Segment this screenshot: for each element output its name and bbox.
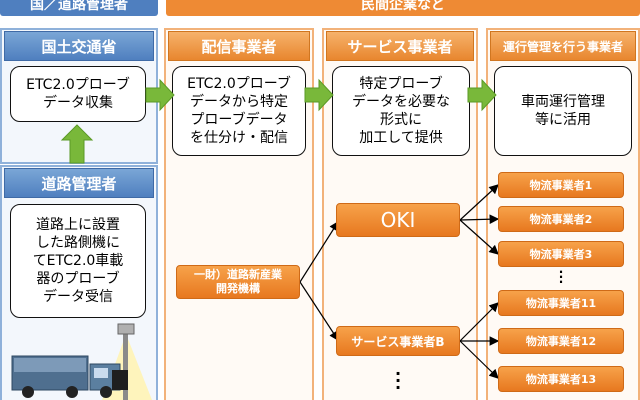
private-sector-band: 民間企業など — [166, 0, 640, 16]
header-distributor: 配信事業者 — [168, 31, 310, 61]
header-fleet: 運行管理を行う事業者 — [490, 31, 636, 61]
oki-node: OKI — [336, 203, 460, 237]
more-providers-ellipsis: ··· — [394, 364, 402, 397]
header-fleet-label: 運行管理を行う事業者 — [502, 39, 623, 54]
header-road-admin: 道路管理者 — [4, 168, 154, 198]
distribute-box: ETC2.0プローブ データから特定 プローブデータ を仕分け・配信 — [172, 66, 306, 156]
logistics-node: 物流事業者2 — [498, 206, 624, 232]
header-road-admin-label: 道路管理者 — [41, 174, 117, 193]
right-arrow-icon — [304, 78, 334, 112]
logistics-node: 物流事業者3 — [498, 241, 624, 267]
right-arrow-icon — [145, 78, 175, 112]
logistics-node: 物流事業者1 — [498, 172, 624, 198]
header-service-label: サービス事業者 — [347, 37, 453, 56]
logistics-node: 物流事業者12 — [498, 328, 624, 354]
more-logistics-ellipsis: ··· — [558, 265, 564, 289]
header-mlit-label: 国土交通省 — [41, 37, 117, 56]
private-sector-band-label: 民間企業など — [361, 0, 445, 13]
process-box: 特定プローブ データを必要な 形式に 加工して提供 — [332, 66, 470, 156]
receive-box: 道路上に設置 した路側機に てETC2.0車載 器のプローブ データ受信 — [10, 204, 146, 318]
collect-box: ETC2.0プローブ データ収集 — [10, 66, 146, 122]
header-mlit: 国土交通省 — [4, 31, 154, 61]
utilize-box: 車両運行管理 等に活用 — [494, 66, 632, 156]
logistics-node: 物流事業者11 — [498, 290, 624, 316]
foundation-node: 一財）道路新産業 開発機構 — [176, 265, 300, 299]
service-provider-b-node: サービス事業者B — [336, 326, 460, 356]
truck-icon — [11, 355, 128, 398]
header-service: サービス事業者 — [326, 31, 474, 61]
government-band: 国／道路管理者 — [0, 0, 158, 16]
logistics-node: 物流事業者13 — [498, 366, 624, 392]
header-distributor-label: 配信事業者 — [201, 37, 277, 56]
right-arrow-icon — [467, 78, 497, 112]
up-arrow-icon — [60, 124, 94, 164]
government-band-label: 国／道路管理者 — [30, 0, 128, 13]
